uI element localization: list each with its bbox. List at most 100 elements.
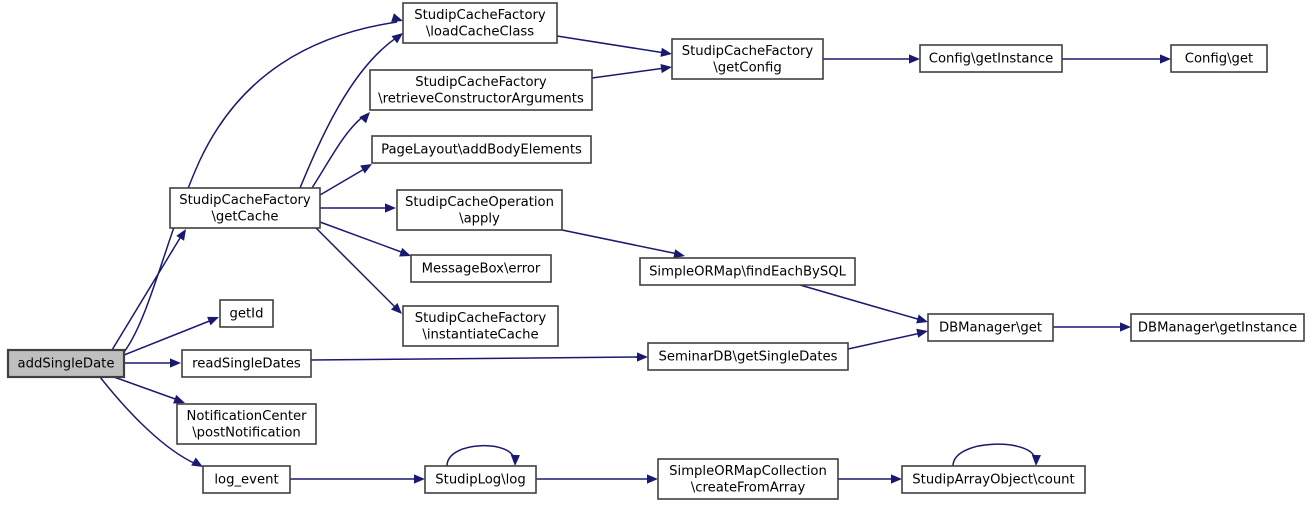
node-studip-cache-factory-get-cache[interactable]: StudipCacheFactory\getCache — [169, 187, 321, 229]
node-studip-cache-factory-load-cache-class-box[interactable] — [402, 2, 558, 44]
node-studip-cache-factory-instantiate-cache-box[interactable] — [402, 305, 559, 347]
node-db-manager-get[interactable]: DBManager\get — [927, 313, 1054, 342]
node-get-id-label-0: getId — [230, 307, 264, 322]
node-get-id-box[interactable] — [219, 299, 274, 328]
edge-get-cache-to-apply-arrowhead — [385, 203, 396, 213]
node-message-box-error-box[interactable] — [410, 254, 552, 283]
edge-find-each-by-sql-to-db-manager-get-line — [799, 284, 922, 321]
node-db-manager-get-instance[interactable]: DBManager\getInstance — [1130, 313, 1305, 342]
node-add-single-date-label-0: addSingleDate — [18, 357, 115, 372]
edge-get-config-to-config-get-instance-arrowhead — [909, 54, 920, 64]
node-studip-cache-factory-retrieve-constructor-arguments-label-0: StudipCacheFactory — [415, 75, 547, 90]
node-log-event-box[interactable] — [202, 465, 291, 494]
node-simple-ormap-collection-create-from-array-label-0: SimpleORMapCollection — [669, 464, 827, 479]
edge-find-each-by-sql-to-db-manager-get-arrowhead — [916, 314, 928, 324]
node-notification-center-post-notification-box[interactable] — [176, 403, 317, 445]
node-studip-cache-factory-load-cache-class-label-1: \loadCacheClass — [426, 24, 534, 39]
node-db-manager-get-box[interactable] — [927, 313, 1054, 342]
node-message-box-error-label-0: MessageBox\error — [422, 262, 541, 277]
edge-add-single-date-to-get-id-line — [123, 319, 213, 356]
node-studip-cache-factory-retrieve-constructor-arguments-label-1: \retrieveConstructorArguments — [378, 91, 584, 106]
node-simple-ormap-find-each-by-sql-box[interactable] — [639, 257, 856, 286]
node-studip-cache-factory-get-config-box[interactable] — [671, 38, 824, 80]
node-get-id[interactable]: getId — [219, 299, 274, 328]
edge-find-each-by-sql-to-db-manager-get — [799, 284, 928, 324]
edge-load-cache-class-to-get-config-line — [556, 35, 666, 54]
node-notification-center-post-notification-label-0: NotificationCenter — [186, 409, 307, 424]
edge-get-cache-to-apply — [320, 203, 396, 213]
nodes-layer: addSingleDateStudipCacheFactory\loadCach… — [6, 2, 1305, 500]
edge-add-single-date-to-read-single-dates-arrowhead — [170, 358, 181, 368]
node-seminar-db-get-single-dates[interactable]: SeminarDB\getSingleDates — [647, 342, 849, 371]
node-config-get-instance[interactable]: Config\getInstance — [919, 44, 1063, 73]
edge-add-single-date-to-get-id — [123, 316, 219, 356]
node-config-get-box[interactable] — [1170, 44, 1268, 73]
node-studip-cache-factory-get-cache-box[interactable] — [169, 187, 321, 229]
edge-apply-to-find-each-by-sql-arrowhead — [673, 249, 685, 259]
node-studip-cache-operation-apply[interactable]: StudipCacheOperation\apply — [396, 189, 563, 231]
edge-apply-to-find-each-by-sql-line — [561, 229, 679, 255]
node-read-single-dates-label-0: readSingleDates — [192, 357, 301, 372]
node-notification-center-post-notification[interactable]: NotificationCenter\postNotification — [176, 403, 317, 445]
edge-log-event-to-studip-log-log-arrowhead — [414, 474, 425, 484]
edge-studip-array-object-count-self-loop-arrowhead — [1031, 454, 1041, 466]
node-studip-array-object-count[interactable]: StudipArrayObject\count — [901, 465, 1086, 494]
edge-config-get-instance-to-config-get — [1062, 54, 1171, 64]
edge-add-single-date-to-load-cache-class — [123, 13, 403, 353]
edge-studip-log-log-to-create-from-array — [536, 474, 658, 484]
node-simple-ormap-find-each-by-sql[interactable]: SimpleORMap\findEachBySQL — [639, 257, 856, 286]
node-studip-cache-factory-get-cache-label-0: StudipCacheFactory — [179, 193, 311, 208]
node-add-single-date-box[interactable] — [6, 348, 126, 379]
node-studip-cache-operation-apply-label-1: \apply — [459, 211, 500, 226]
edge-config-get-instance-to-config-get-arrowhead — [1160, 54, 1171, 64]
edge-add-single-date-to-get-cache-line — [111, 237, 181, 351]
node-studip-cache-factory-retrieve-constructor-arguments[interactable]: StudipCacheFactory\retrieveConstructorAr… — [369, 69, 593, 111]
node-studip-cache-operation-apply-label-0: StudipCacheOperation — [405, 195, 554, 210]
node-simple-ormap-collection-create-from-array-box[interactable] — [657, 458, 839, 500]
edge-studip-log-log-self-loop-line — [446, 444, 515, 467]
node-read-single-dates-box[interactable] — [181, 349, 312, 378]
node-studip-log-log-box[interactable] — [424, 465, 537, 494]
edge-get-cache-to-add-body-elements-arrowhead — [360, 164, 372, 174]
node-studip-cache-factory-get-cache-label-1: \getCache — [211, 209, 278, 224]
edge-create-from-array-to-studip-array-object-count — [838, 474, 902, 484]
node-page-layout-add-body-elements[interactable]: PageLayout\addBodyElements — [371, 135, 592, 164]
edge-get-cache-to-instantiate-cache-arrowhead — [390, 302, 402, 314]
node-message-box-error[interactable]: MessageBox\error — [410, 254, 552, 283]
edge-apply-to-find-each-by-sql — [561, 229, 685, 259]
node-config-get-instance-box[interactable] — [919, 44, 1063, 73]
node-studip-array-object-count-box[interactable] — [901, 465, 1086, 494]
node-add-single-date[interactable]: addSingleDate — [6, 348, 126, 379]
edge-get-cache-to-load-cache-class-arrowhead — [391, 33, 403, 44]
node-studip-cache-operation-apply-box[interactable] — [396, 189, 563, 231]
node-page-layout-add-body-elements-box[interactable] — [371, 135, 592, 164]
edge-add-single-date-to-log-event-line — [99, 376, 197, 465]
node-studip-cache-factory-load-cache-class-label-0: StudipCacheFactory — [414, 8, 546, 23]
node-studip-cache-factory-retrieve-constructor-arguments-box[interactable] — [369, 69, 593, 111]
edge-create-from-array-to-studip-array-object-count-arrowhead — [891, 474, 902, 484]
node-read-single-dates[interactable]: readSingleDates — [181, 349, 312, 378]
edge-get-cache-to-add-body-elements-line — [319, 167, 367, 196]
node-studip-cache-factory-load-cache-class[interactable]: StudipCacheFactory\loadCacheClass — [402, 2, 558, 44]
edge-add-single-date-to-post-notification — [113, 376, 185, 404]
node-seminar-db-get-single-dates-box[interactable] — [647, 342, 849, 371]
node-config-get[interactable]: Config\get — [1170, 44, 1268, 73]
edge-load-cache-class-to-get-config — [556, 35, 672, 57]
edge-add-single-date-to-get-cache — [111, 229, 186, 351]
edge-read-single-dates-to-seminar-db-get-single-dates-line — [310, 356, 642, 361]
node-simple-ormap-find-each-by-sql-label-0: SimpleORMap\findEachBySQL — [649, 265, 847, 280]
node-studip-cache-factory-get-config[interactable]: StudipCacheFactory\getConfig — [671, 38, 824, 80]
edge-add-single-date-to-post-notification-line — [113, 376, 179, 401]
node-simple-ormap-collection-create-from-array-label-1: \createFromArray — [691, 480, 806, 495]
node-db-manager-get-instance-box[interactable] — [1130, 313, 1305, 342]
edge-db-manager-get-to-db-manager-get-instance-arrowhead — [1120, 322, 1131, 332]
edge-seminar-db-get-single-dates-to-db-manager-get-line — [847, 332, 922, 350]
node-studip-log-log[interactable]: StudipLog\log — [424, 465, 537, 494]
node-simple-ormap-collection-create-from-array[interactable]: SimpleORMapCollection\createFromArray — [657, 458, 839, 500]
edge-add-single-date-to-log-event — [99, 376, 203, 467]
node-studip-cache-factory-instantiate-cache[interactable]: StudipCacheFactory\instantiateCache — [402, 305, 559, 347]
node-log-event[interactable]: log_event — [202, 465, 291, 494]
edge-add-single-date-to-read-single-dates — [124, 358, 181, 368]
